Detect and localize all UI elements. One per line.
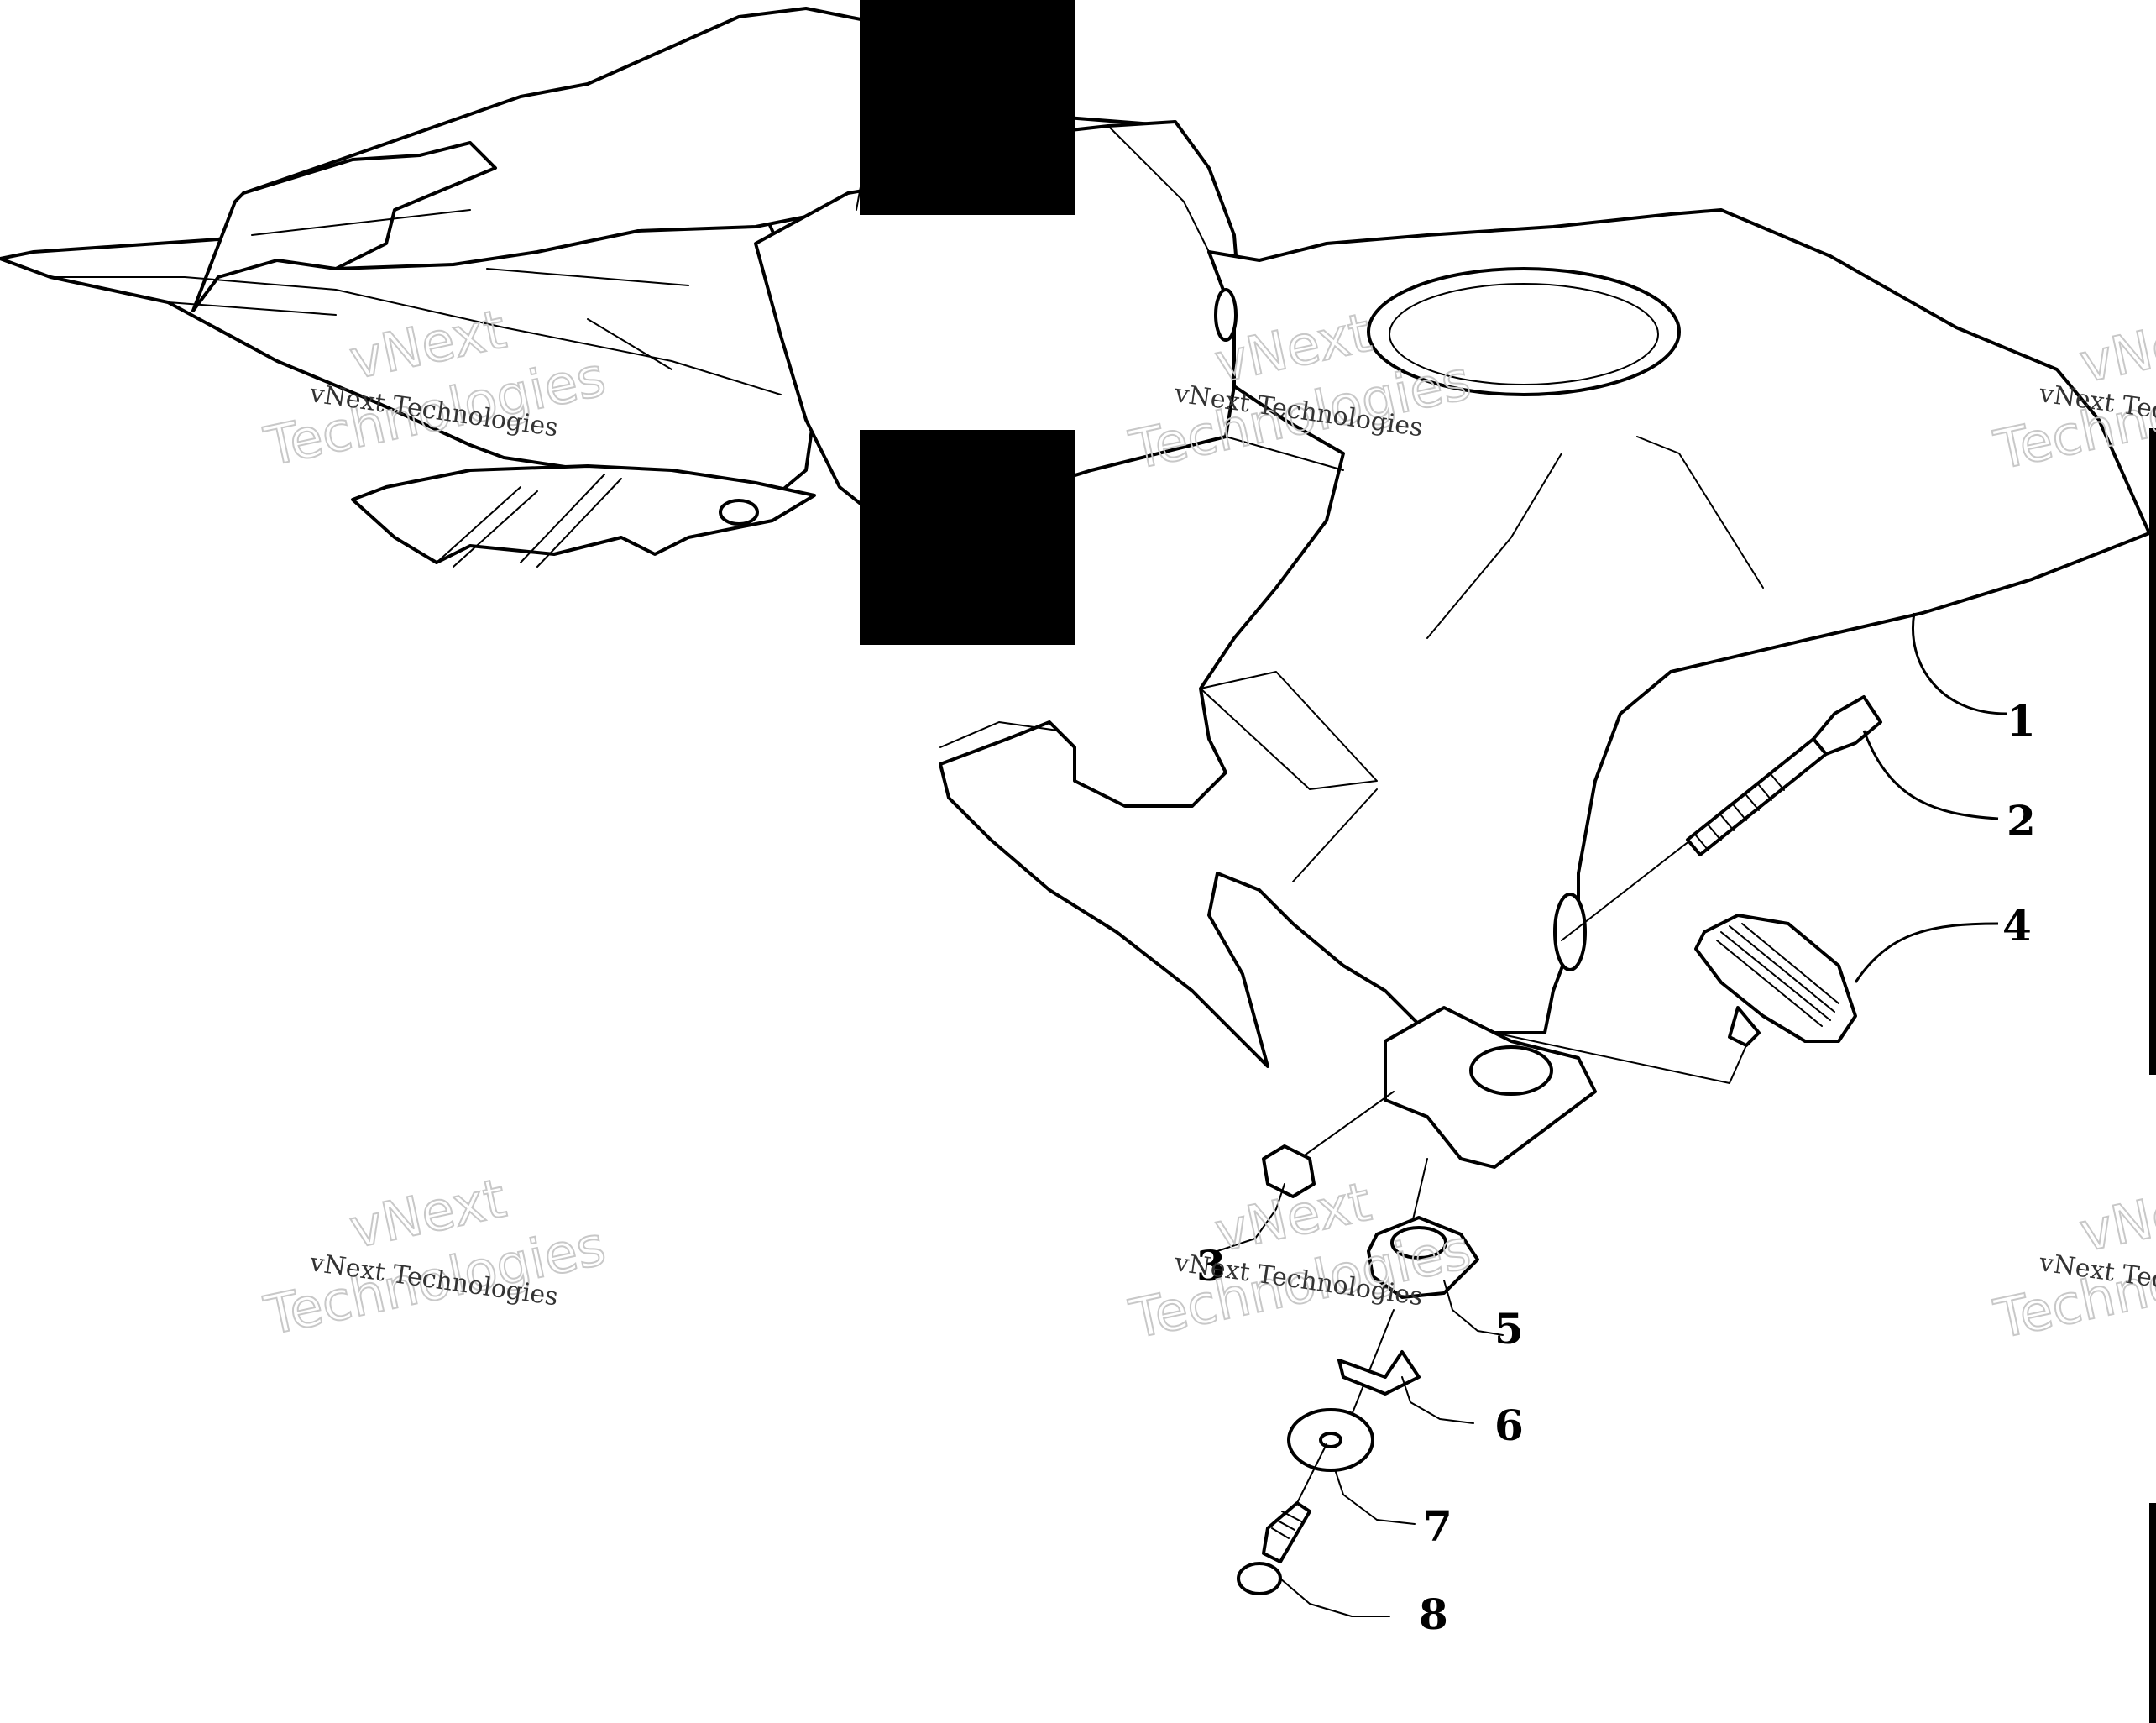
redaction-block-top xyxy=(860,0,1075,215)
left-upper-block xyxy=(191,141,497,312)
fuel-cup-inner xyxy=(1389,283,1659,385)
svg-text:vNext: vNext xyxy=(2075,1171,2156,1265)
clip-fins xyxy=(436,474,622,568)
callout-7: 7 xyxy=(1423,1501,1452,1551)
part-1-body-panel xyxy=(0,7,2151,1169)
part-8-screw xyxy=(1237,1443,1390,1617)
callout-6: 6 xyxy=(1494,1401,1524,1450)
recess-lines xyxy=(939,436,1764,882)
right-fender xyxy=(939,208,2151,1068)
watermark-bottom-left: vNext Technologies xyxy=(259,1167,612,1349)
left-bracket-clips xyxy=(351,464,816,564)
tower-hole xyxy=(1214,288,1238,342)
callout-4: 4 xyxy=(2002,901,2032,951)
part-5-grommet xyxy=(1367,1158,1504,1336)
mount-hole xyxy=(1469,1045,1553,1096)
part-7-washer xyxy=(1287,1408,1416,1525)
leader-4 xyxy=(1854,922,1999,983)
callout-8: 8 xyxy=(1419,1589,1448,1639)
svg-text:vNext: vNext xyxy=(2075,302,2156,395)
callout-1: 1 xyxy=(2007,696,2036,746)
part-4-knob xyxy=(1494,914,1857,1084)
part-2-bolt xyxy=(1561,695,1882,941)
leader-2 xyxy=(1862,730,1999,820)
leader-1 xyxy=(1912,612,2007,715)
redaction-bar-right-bottom xyxy=(2149,1503,2156,1723)
callout-3: 3 xyxy=(1196,1241,1226,1291)
clip-hole xyxy=(719,499,759,526)
part-3-nut xyxy=(1217,1091,1395,1252)
callout-2: 2 xyxy=(2007,796,2036,846)
callout-5: 5 xyxy=(1494,1304,1524,1354)
fuel-cup-ring xyxy=(1367,267,1681,396)
redaction-bar-right-top xyxy=(2149,428,2156,1075)
redaction-block-middle xyxy=(860,430,1075,645)
side-slot xyxy=(1553,893,1587,971)
